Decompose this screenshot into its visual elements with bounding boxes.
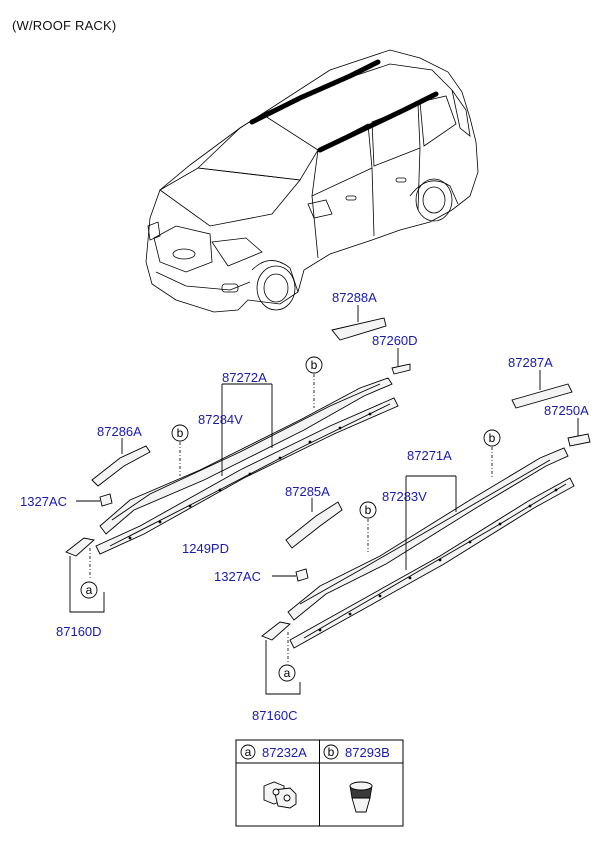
fastener-icon [349,781,373,813]
callout-b-left-front [171,424,189,442]
svg-text:a: a [284,666,291,680]
label-87286A: 87286A [97,424,142,439]
label-87287A: 87287A [508,355,553,370]
legend-b-circle [323,744,339,760]
part-87260D: 87260D [372,333,418,375]
callout-a-left [80,581,98,599]
label-87160C: 87160C [252,708,298,723]
label-1327AC-right: 1327AC [214,569,261,584]
label-87285A: 87285A [285,484,330,499]
part-87286A: 87286A [91,424,151,487]
left-roof-rail-assembly: 87272A 87284V b b [95,356,399,555]
callout-b-left-rail [305,356,323,374]
clip-icon [263,781,297,809]
label-87271A: 87271A [407,448,452,463]
label-87288A: 87288A [332,290,377,305]
label-87283V: 87283V [382,489,427,504]
legend-a-circle [240,744,256,760]
part-87288A: 87288A [331,290,387,341]
label-87260D: 87260D [372,333,418,348]
label-87284V: 87284V [198,412,243,427]
diagram-header: (W/ROOF RACK) [12,18,117,33]
label-1249PD: 1249PD [182,541,229,556]
callout-b-right-rail [483,429,501,447]
label-87272A: 87272A [222,370,267,385]
callout-a-right [278,664,296,682]
legend-a-letter: a [245,745,252,759]
car-illustration [145,49,479,313]
part-87250A: 87250A [544,403,591,447]
label-87250A: 87250A [544,403,589,418]
legend-b-part: 87293B [345,745,390,760]
part-87287A: 87287A [508,355,573,409]
part-87160D: a 87160D [56,537,105,639]
svg-text:b: b [311,358,318,372]
callout-b-right-front [359,501,377,519]
legend-a-part: 87232A [262,745,307,760]
label-87160D: 87160D [56,624,102,639]
part-87285A: 87285A [285,484,343,549]
legend-table: a 87232A b 87293B [235,739,404,827]
right-roof-rail-assembly: 87271A 87283V b b [287,429,575,649]
part-87160C: a 87160C [252,621,301,723]
label-1327AC-left: 1327AC [20,494,67,509]
svg-text:b: b [489,431,496,445]
svg-text:b: b [365,503,372,517]
part-1327AC-left: 1327AC [20,493,113,509]
svg-text:b: b [177,426,184,440]
part-1327AC-right: 1327AC [214,568,309,584]
legend-b-letter: b [328,745,335,759]
svg-text:a: a [86,583,93,597]
